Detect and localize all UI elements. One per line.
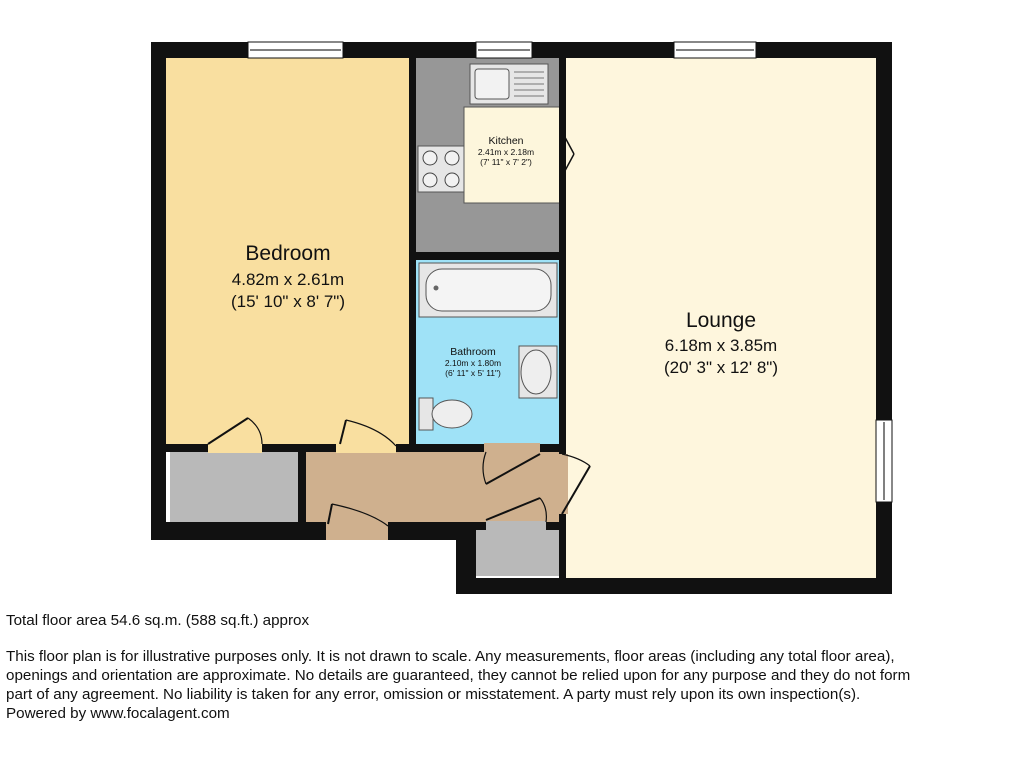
cupboard-left [170, 452, 298, 522]
bedroom-dimensions-imperial: (15' 10" x 8' 7") [231, 292, 345, 311]
lounge-dimensions-metric: 6.18m x 3.85m [665, 336, 777, 355]
kitchen-name: Kitchen [488, 135, 523, 147]
kitchen-dimensions-metric: 2.41m x 2.18m [478, 147, 534, 157]
bedroom-dimensions-metric: 4.82m x 2.61m [232, 270, 344, 289]
hob-icon [417, 145, 465, 193]
window-bedroom [247, 41, 344, 59]
floor-plan: Bedroom 4.82m x 2.61m (15' 10" x 8' 7") … [151, 41, 893, 594]
doors [207, 127, 591, 540]
total-floor-area: Total floor area 54.6 sq.m. (588 sq.ft.)… [6, 612, 310, 629]
window-lounge-side [875, 419, 893, 503]
bathroom-dimensions-metric: 2.10m x 1.80m [445, 358, 501, 368]
bedroom-name: Bedroom [245, 242, 330, 265]
disclaimer-line: This floor plan is for illustrative purp… [6, 648, 895, 665]
kitchen-dimensions-imperial: (7' 11" x 7' 2") [480, 157, 532, 167]
lounge-dimensions-imperial: (20' 3" x 12' 8") [664, 358, 778, 377]
lounge-area [566, 58, 876, 578]
lounge-name: Lounge [686, 309, 756, 332]
kitchen-sink-icon [469, 63, 549, 105]
bedroom-area [166, 58, 410, 444]
cupboard-bottom [476, 530, 560, 576]
disclaimer-line: part of any agreement. No liability is t… [6, 686, 861, 703]
window-lounge-top [673, 41, 757, 59]
disclaimer-line: openings and orientation are approximate… [6, 667, 911, 684]
kitchen-worktop [463, 106, 561, 204]
bathroom-name: Bathroom [450, 346, 496, 358]
toilet-icon [418, 397, 473, 431]
bathtub-icon [418, 262, 558, 318]
bathroom-dimensions-imperial: (6' 11" x 5' 11") [445, 368, 501, 378]
washbasin-icon [518, 345, 558, 399]
powered-by-credit: Powered by www.focalagent.com [6, 705, 230, 722]
disclaimer: This floor plan is for illustrative purp… [6, 647, 1022, 723]
hallway-area [306, 452, 560, 522]
window-kitchen [475, 41, 533, 59]
